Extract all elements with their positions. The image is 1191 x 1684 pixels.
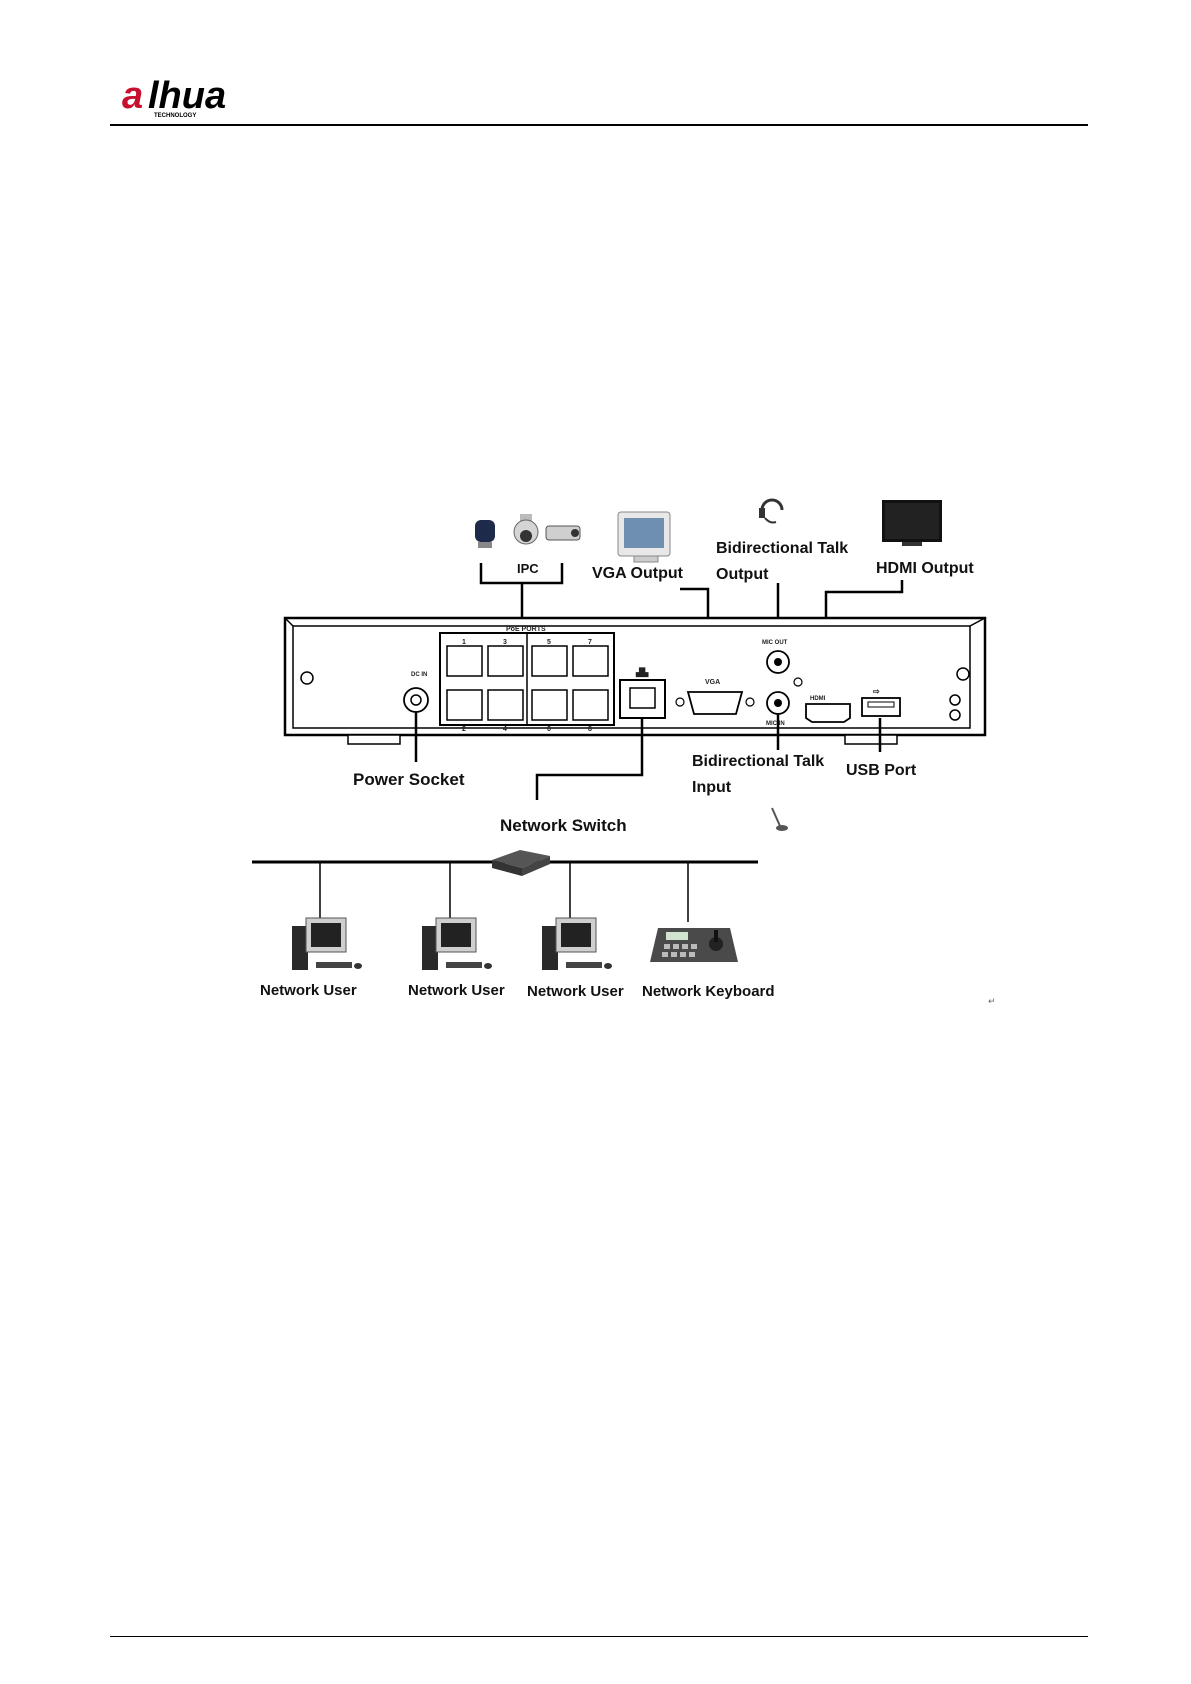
microphone-icon [772,808,788,831]
mic-out-label: MIC OUT [762,640,788,646]
network-user-label: Network User [408,982,505,999]
paragraph-mark: ↵ [988,996,996,1006]
footer-rule [110,1636,1088,1637]
svg-text:⇨: ⇨ [873,687,880,696]
power-socket-label: Power Socket [353,770,465,789]
network-switch-icon [492,850,550,876]
talk-input-label-line1: Bidirectional Talk [692,753,824,770]
hdmi-output-label: HDMI Output [876,560,974,577]
dome-camera-icon [475,520,495,548]
bullet-camera-icon [546,526,580,540]
ipc-cameras [475,514,580,548]
port-number: 1 [462,639,466,646]
port-number: 3 [503,639,507,646]
vga-monitor-icon [618,512,670,562]
mic-in-label: MIC IN [766,721,785,727]
port-number: 6 [547,726,551,733]
usb-port-label: USB Port [846,762,917,779]
port-number: 8 [588,726,592,733]
network-switch-label: Network Switch [500,816,627,835]
headset-icon [759,500,782,523]
port-number: 4 [503,726,507,733]
port-number: 5 [547,639,551,646]
vga-port-label: VGA [705,679,720,686]
ptz-camera-icon [514,514,538,544]
vga-output-label: VGA Output [592,565,684,582]
network-keyboard-icon [650,928,738,962]
talk-output-label-line2: Output [716,566,769,583]
talk-output-label-line1: Bidirectional Talk [716,540,848,557]
dc-in-label: DC IN [411,672,427,678]
network-keyboard-label: Network Keyboard [642,983,775,1000]
ipc-label: IPC [517,561,539,576]
poe-ports-label: PoE PORTS [506,626,546,633]
network-user-label: Network User [527,983,624,1000]
svg-text:▟▙: ▟▙ [635,667,649,678]
port-number: 2 [462,726,466,733]
network-user-label: Network User [260,982,357,999]
hdmi-port-label: HDMI [810,696,826,702]
hdmi-tv-icon [882,500,942,546]
network-user-pc-icon [542,918,612,970]
network-user-pc-icon [292,918,362,970]
port-number: 7 [588,639,592,646]
network-user-pc-icon [422,918,492,970]
talk-input-label-line2: Input [692,779,732,796]
